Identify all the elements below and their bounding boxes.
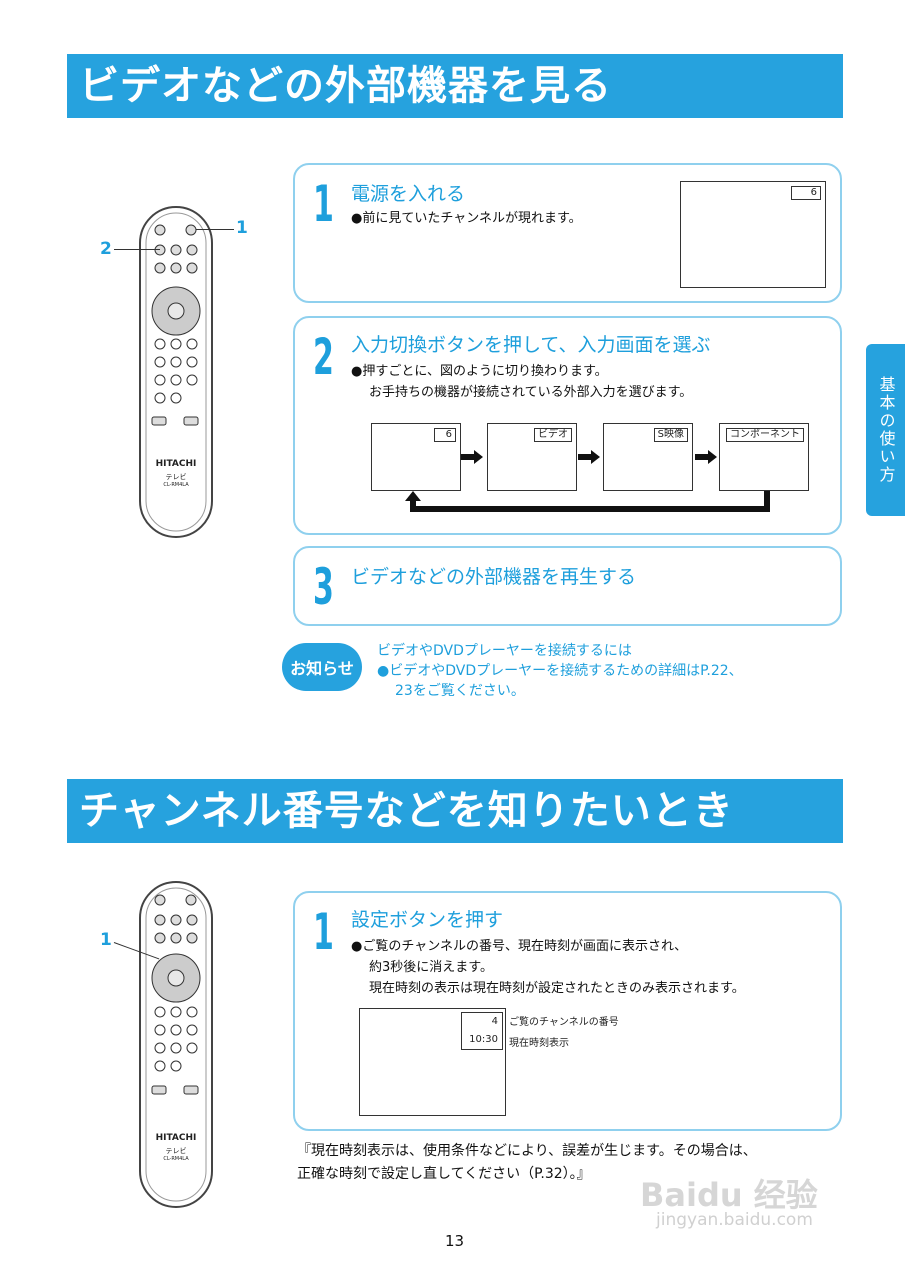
section1-title: ビデオなどの外部機器を見る <box>67 54 843 118</box>
remote-control-illustration <box>139 206 213 538</box>
arrow-right-icon <box>578 450 600 464</box>
tv-screen: 4 10:30 <box>359 1008 506 1116</box>
input-screen-component: コンポーネント <box>719 423 809 491</box>
step-2-box: 2 入力切換ボタンを押して、入力画面を選ぶ ●押すごとに、図のように切り換わりま… <box>293 316 842 535</box>
step-number: 1 <box>313 903 334 961</box>
watermark-url: jingyan.baidu.com <box>656 1210 813 1230</box>
notice-heading: ビデオやDVDプレーヤーを接続するには <box>377 643 632 659</box>
page-number: 13 <box>445 1232 465 1250</box>
step-title: ビデオなどの外部機器を再生する <box>351 566 637 588</box>
step-number: 3 <box>313 558 334 616</box>
remote-brand: HITACHI <box>155 1133 197 1143</box>
callout-2: 2 <box>100 239 112 259</box>
notice-text: ビデオやDVDプレーヤーを接続するには ●ビデオやDVDプレーヤーを接続するため… <box>377 641 743 701</box>
return-arrow-icon <box>405 491 770 512</box>
step-description: ●押すごとに、図のように切り換わります。 <box>351 364 608 379</box>
step-1-box: 1 電源を入れる ●前に見ていたチャンネルが現れます。 6 <box>293 163 842 303</box>
remote-subtitle: テレビ <box>165 1147 187 1155</box>
note-line: 正確な時刻で設定し直してください（P.32）。』 <box>297 1166 591 1182</box>
tv-screen: 6 <box>680 181 826 288</box>
step-1-box: 1 設定ボタンを押す ●ご覧のチャンネルの番号、現在時刻が画面に表示され、 約3… <box>293 891 842 1131</box>
current-time: 10:30 <box>469 1034 498 1045</box>
callout-1: 1 <box>236 218 248 238</box>
remote-model: CL-RM4LA <box>163 1156 189 1162</box>
callout-2-line <box>114 249 160 250</box>
remote-subtitle: テレビ <box>165 473 187 481</box>
input-screen-video: ビデオ <box>487 423 577 491</box>
channel-label: 6 <box>791 186 821 200</box>
watermark-logo: Baidu 经验 <box>640 1176 818 1214</box>
step-description: 約3秒後に消えます。 <box>369 960 493 975</box>
screen-label: 6 <box>434 428 456 442</box>
step-title: 電源を入れる <box>351 183 466 205</box>
channel-number: 4 <box>491 1016 498 1027</box>
input-screen-tv: 6 <box>371 423 461 491</box>
step-title: 入力切換ボタンを押して、入力画面を選ぶ <box>351 334 711 356</box>
notice-line: ●ビデオやDVDプレーヤーを接続するための詳細はP.22、 <box>377 663 743 679</box>
arrow-right-icon <box>695 450 717 464</box>
step-number: 1 <box>313 175 334 233</box>
note-line: 『現在時刻表示は、使用条件などにより、誤差が生じます。その場合は、 <box>297 1143 757 1159</box>
screen-label: S映像 <box>653 428 688 442</box>
step-description: お手持ちの機器が接続されている外部入力を選びます。 <box>369 385 693 400</box>
callout-1-line <box>196 229 234 230</box>
step-3-box: 3 ビデオなどの外部機器を再生する <box>293 546 842 626</box>
side-tab-basic-usage: 基本の使い方 <box>866 344 905 516</box>
remote-control-illustration <box>139 881 213 1208</box>
screen-label: コンポーネント <box>726 428 804 442</box>
section2-title: チャンネル番号などを知りたいとき <box>67 779 843 843</box>
notice-line: 23をご覧ください。 <box>395 683 525 699</box>
callout-1: 1 <box>100 930 112 950</box>
time-accuracy-note: 『現在時刻表示は、使用条件などにより、誤差が生じます。その場合は、 正確な時刻で… <box>297 1140 757 1186</box>
current-time-label: 現在時刻表示 <box>509 1038 569 1049</box>
notice-badge: お知らせ <box>282 643 362 691</box>
step-number: 2 <box>313 328 334 386</box>
step-title: 設定ボタンを押す <box>351 909 504 931</box>
channel-number-label: ご覧のチャンネルの番号 <box>509 1017 619 1028</box>
arrow-right-icon <box>461 450 483 464</box>
input-screen-svideo: S映像 <box>603 423 693 491</box>
step-description: ●ご覧のチャンネルの番号、現在時刻が画面に表示され、 <box>351 939 688 954</box>
step-description: ●前に見ていたチャンネルが現れます。 <box>351 211 582 226</box>
remote-model: CL-RM4LA <box>163 482 189 488</box>
channel-number-box: 4 10:30 <box>461 1012 503 1050</box>
remote-brand: HITACHI <box>155 459 197 469</box>
step-description: 現在時刻の表示は現在時刻が設定されたときのみ表示されます。 <box>369 981 745 996</box>
screen-label: ビデオ <box>534 428 572 442</box>
